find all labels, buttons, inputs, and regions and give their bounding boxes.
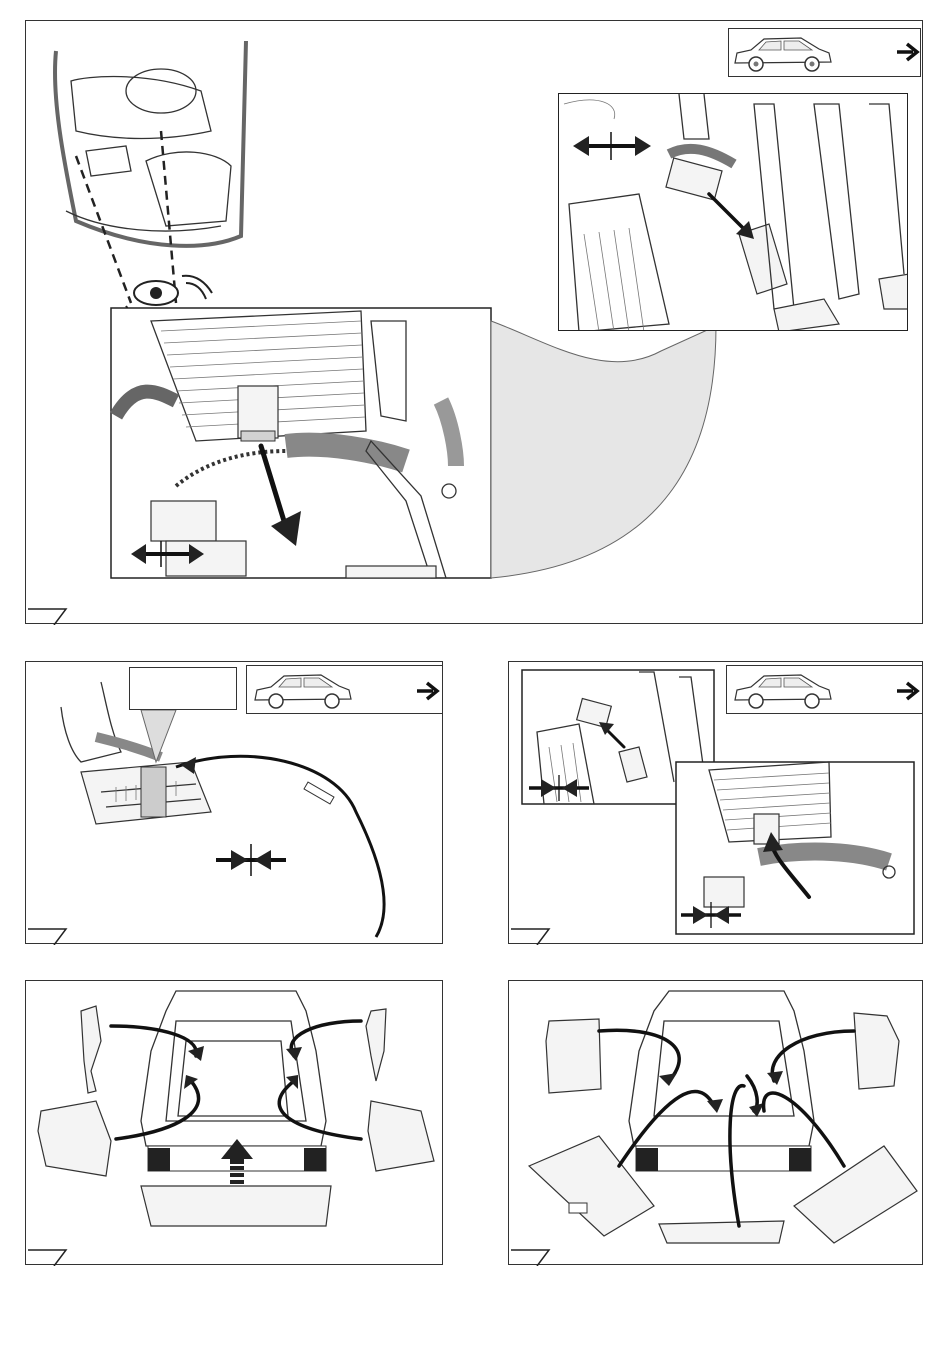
arrow-right-icon xyxy=(417,683,437,699)
step-tab xyxy=(28,609,66,625)
step-tab xyxy=(511,1250,549,1266)
panel-step-4 xyxy=(25,980,443,1265)
arrow-right-icon xyxy=(897,683,917,699)
note-box xyxy=(129,667,237,710)
double-arrow-together-icon xyxy=(216,844,286,876)
step-tab xyxy=(28,1250,66,1266)
trunk-trim-removal-illustration xyxy=(26,981,444,1266)
step-tab xyxy=(28,929,66,945)
trunk-panels-removal-illustration xyxy=(509,981,924,1266)
step-tab xyxy=(511,929,549,945)
car-badge xyxy=(726,665,923,714)
double-arrow-apart-icon xyxy=(573,132,651,160)
car-side-icon xyxy=(735,675,831,708)
panel-step-1 xyxy=(25,20,923,624)
car-side-icon xyxy=(255,675,351,708)
pedal-connector-inset xyxy=(558,93,908,331)
arrow-right-icon xyxy=(897,44,917,60)
panel-step-5 xyxy=(508,980,923,1265)
car-badge xyxy=(728,28,921,77)
panel-step-2 xyxy=(25,661,443,944)
car-side-icon xyxy=(735,38,831,71)
car-badge xyxy=(246,665,443,714)
panel-step-3 xyxy=(508,661,923,944)
